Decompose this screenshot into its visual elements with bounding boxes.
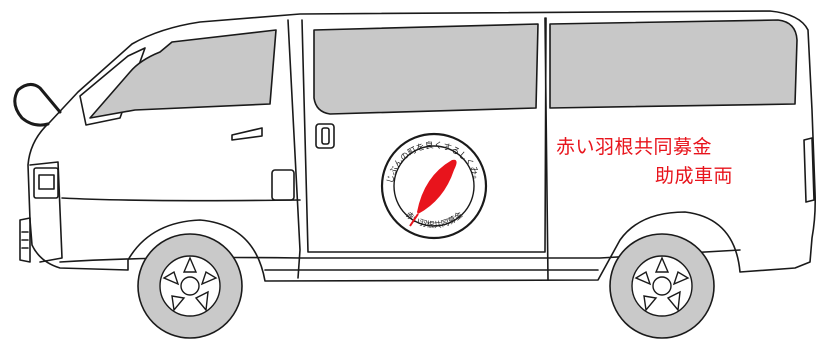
livery-text-line1: 赤い羽根共同募金 <box>556 136 713 158</box>
front-bumper <box>19 217 31 263</box>
door-handle-front <box>231 127 263 141</box>
front-window <box>89 29 277 119</box>
red-feather-icon <box>409 159 457 227</box>
headlight-inner <box>38 174 55 190</box>
headlight <box>33 167 59 199</box>
rear-window <box>549 19 798 109</box>
tail-light <box>803 137 815 203</box>
side-mirror <box>13 83 62 127</box>
alloy-wheel-icon <box>159 255 221 317</box>
front-door <box>287 19 301 279</box>
van-front <box>29 161 63 263</box>
sliding-door <box>301 17 547 253</box>
red-feather-emblem: じぶんの町を良くするしくみ。 赤い羽根共同募金 <box>380 132 488 240</box>
door-handle-sliding <box>315 123 335 149</box>
middle-window <box>313 23 539 115</box>
front-wheel <box>137 233 243 339</box>
front-door-lower <box>61 197 301 202</box>
rear-wheel <box>609 233 715 339</box>
alloy-wheel-icon <box>631 255 693 317</box>
fuel-lid <box>271 169 295 201</box>
door-handle-sliding-grip <box>321 127 330 145</box>
front-bumper-lines <box>21 231 29 249</box>
livery-text-line2: 助成車両 <box>655 165 734 187</box>
rear-body-line <box>544 17 549 281</box>
